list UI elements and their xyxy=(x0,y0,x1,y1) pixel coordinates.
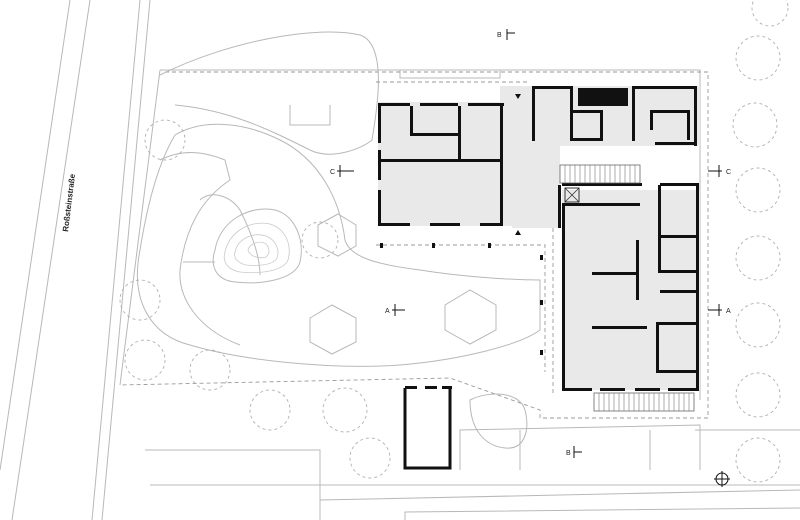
landscape xyxy=(136,31,541,449)
stairs xyxy=(559,164,695,412)
svg-text:B: B xyxy=(566,450,571,457)
svg-text:C: C xyxy=(726,169,731,176)
building-floor xyxy=(378,86,700,390)
section-marker-a-left: A xyxy=(385,304,405,316)
north-arrow-icon xyxy=(714,471,730,487)
section-marker-c-right: C xyxy=(708,165,731,177)
building-walls xyxy=(378,86,699,391)
street-label: Roßsteinstraße xyxy=(61,173,77,232)
trees xyxy=(119,0,789,483)
entrance-arrow xyxy=(515,94,521,99)
svg-text:C: C xyxy=(330,169,335,176)
street-lines xyxy=(0,0,151,520)
section-marker-a-right: A xyxy=(708,304,731,316)
section-marker-b-top: B xyxy=(497,29,515,40)
entrance-arrow xyxy=(515,230,521,235)
canopy-lines xyxy=(376,81,554,395)
section-marker-c-left: C xyxy=(330,165,354,177)
section-marker-b-bottom: B xyxy=(566,446,582,458)
svg-text:A: A xyxy=(385,308,390,315)
garage xyxy=(403,388,452,470)
svg-text:B: B xyxy=(497,32,502,39)
svg-text:A: A xyxy=(726,308,731,315)
property-line xyxy=(119,71,709,419)
